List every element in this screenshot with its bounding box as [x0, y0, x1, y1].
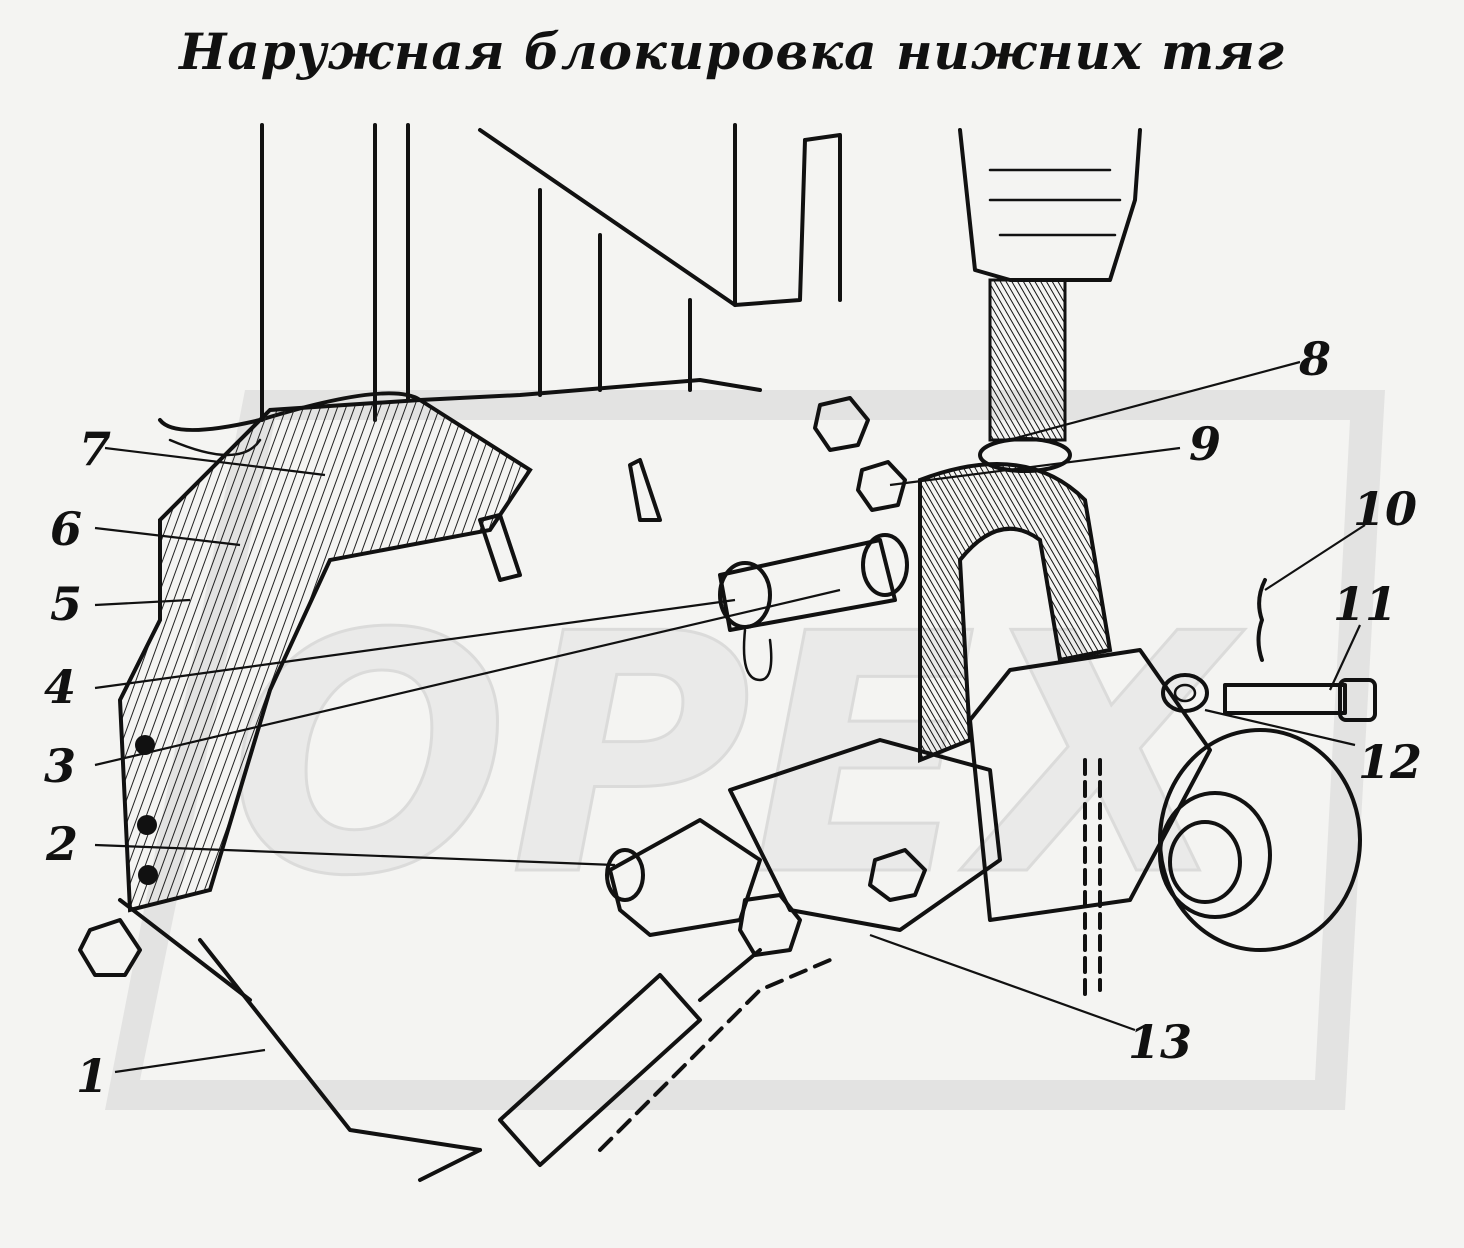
callout-2: 2 [45, 817, 78, 871]
callout-1: 1 [76, 1049, 108, 1103]
safety-chain [1083, 758, 1102, 1002]
callout-5: 5 [50, 577, 82, 631]
lower-link [968, 648, 1362, 952]
callout-10: 10 [1353, 482, 1417, 536]
pivot-pin [718, 533, 909, 682]
diagram-title: Наружная блокировка нижних тяг [179, 22, 1285, 81]
lift-fork [918, 462, 1113, 763]
leader-lines [94, 360, 1366, 1074]
callout-11: 11 [1333, 577, 1397, 631]
callout-12: 12 [1358, 735, 1422, 789]
bolts [813, 396, 907, 512]
bracket-housing [117, 397, 662, 913]
callout-9: 9 [1189, 417, 1221, 471]
hitch-assembly [605, 738, 1002, 957]
callout-4: 4 [44, 660, 76, 714]
callout-13: 13 [1128, 1015, 1192, 1069]
lift-rod-spring [978, 278, 1072, 473]
callout-labels: 1 2 3 4 5 6 7 8 9 10 11 12 13 [44, 332, 1422, 1103]
callout-3: 3 [44, 739, 76, 793]
tractor-frame [158, 123, 1142, 457]
callout-6: 6 [50, 502, 82, 556]
callout-8: 8 [1298, 332, 1331, 386]
turnbuckle [78, 898, 832, 1182]
callout-7: 7 [79, 422, 111, 476]
loose-parts [1161, 578, 1377, 722]
